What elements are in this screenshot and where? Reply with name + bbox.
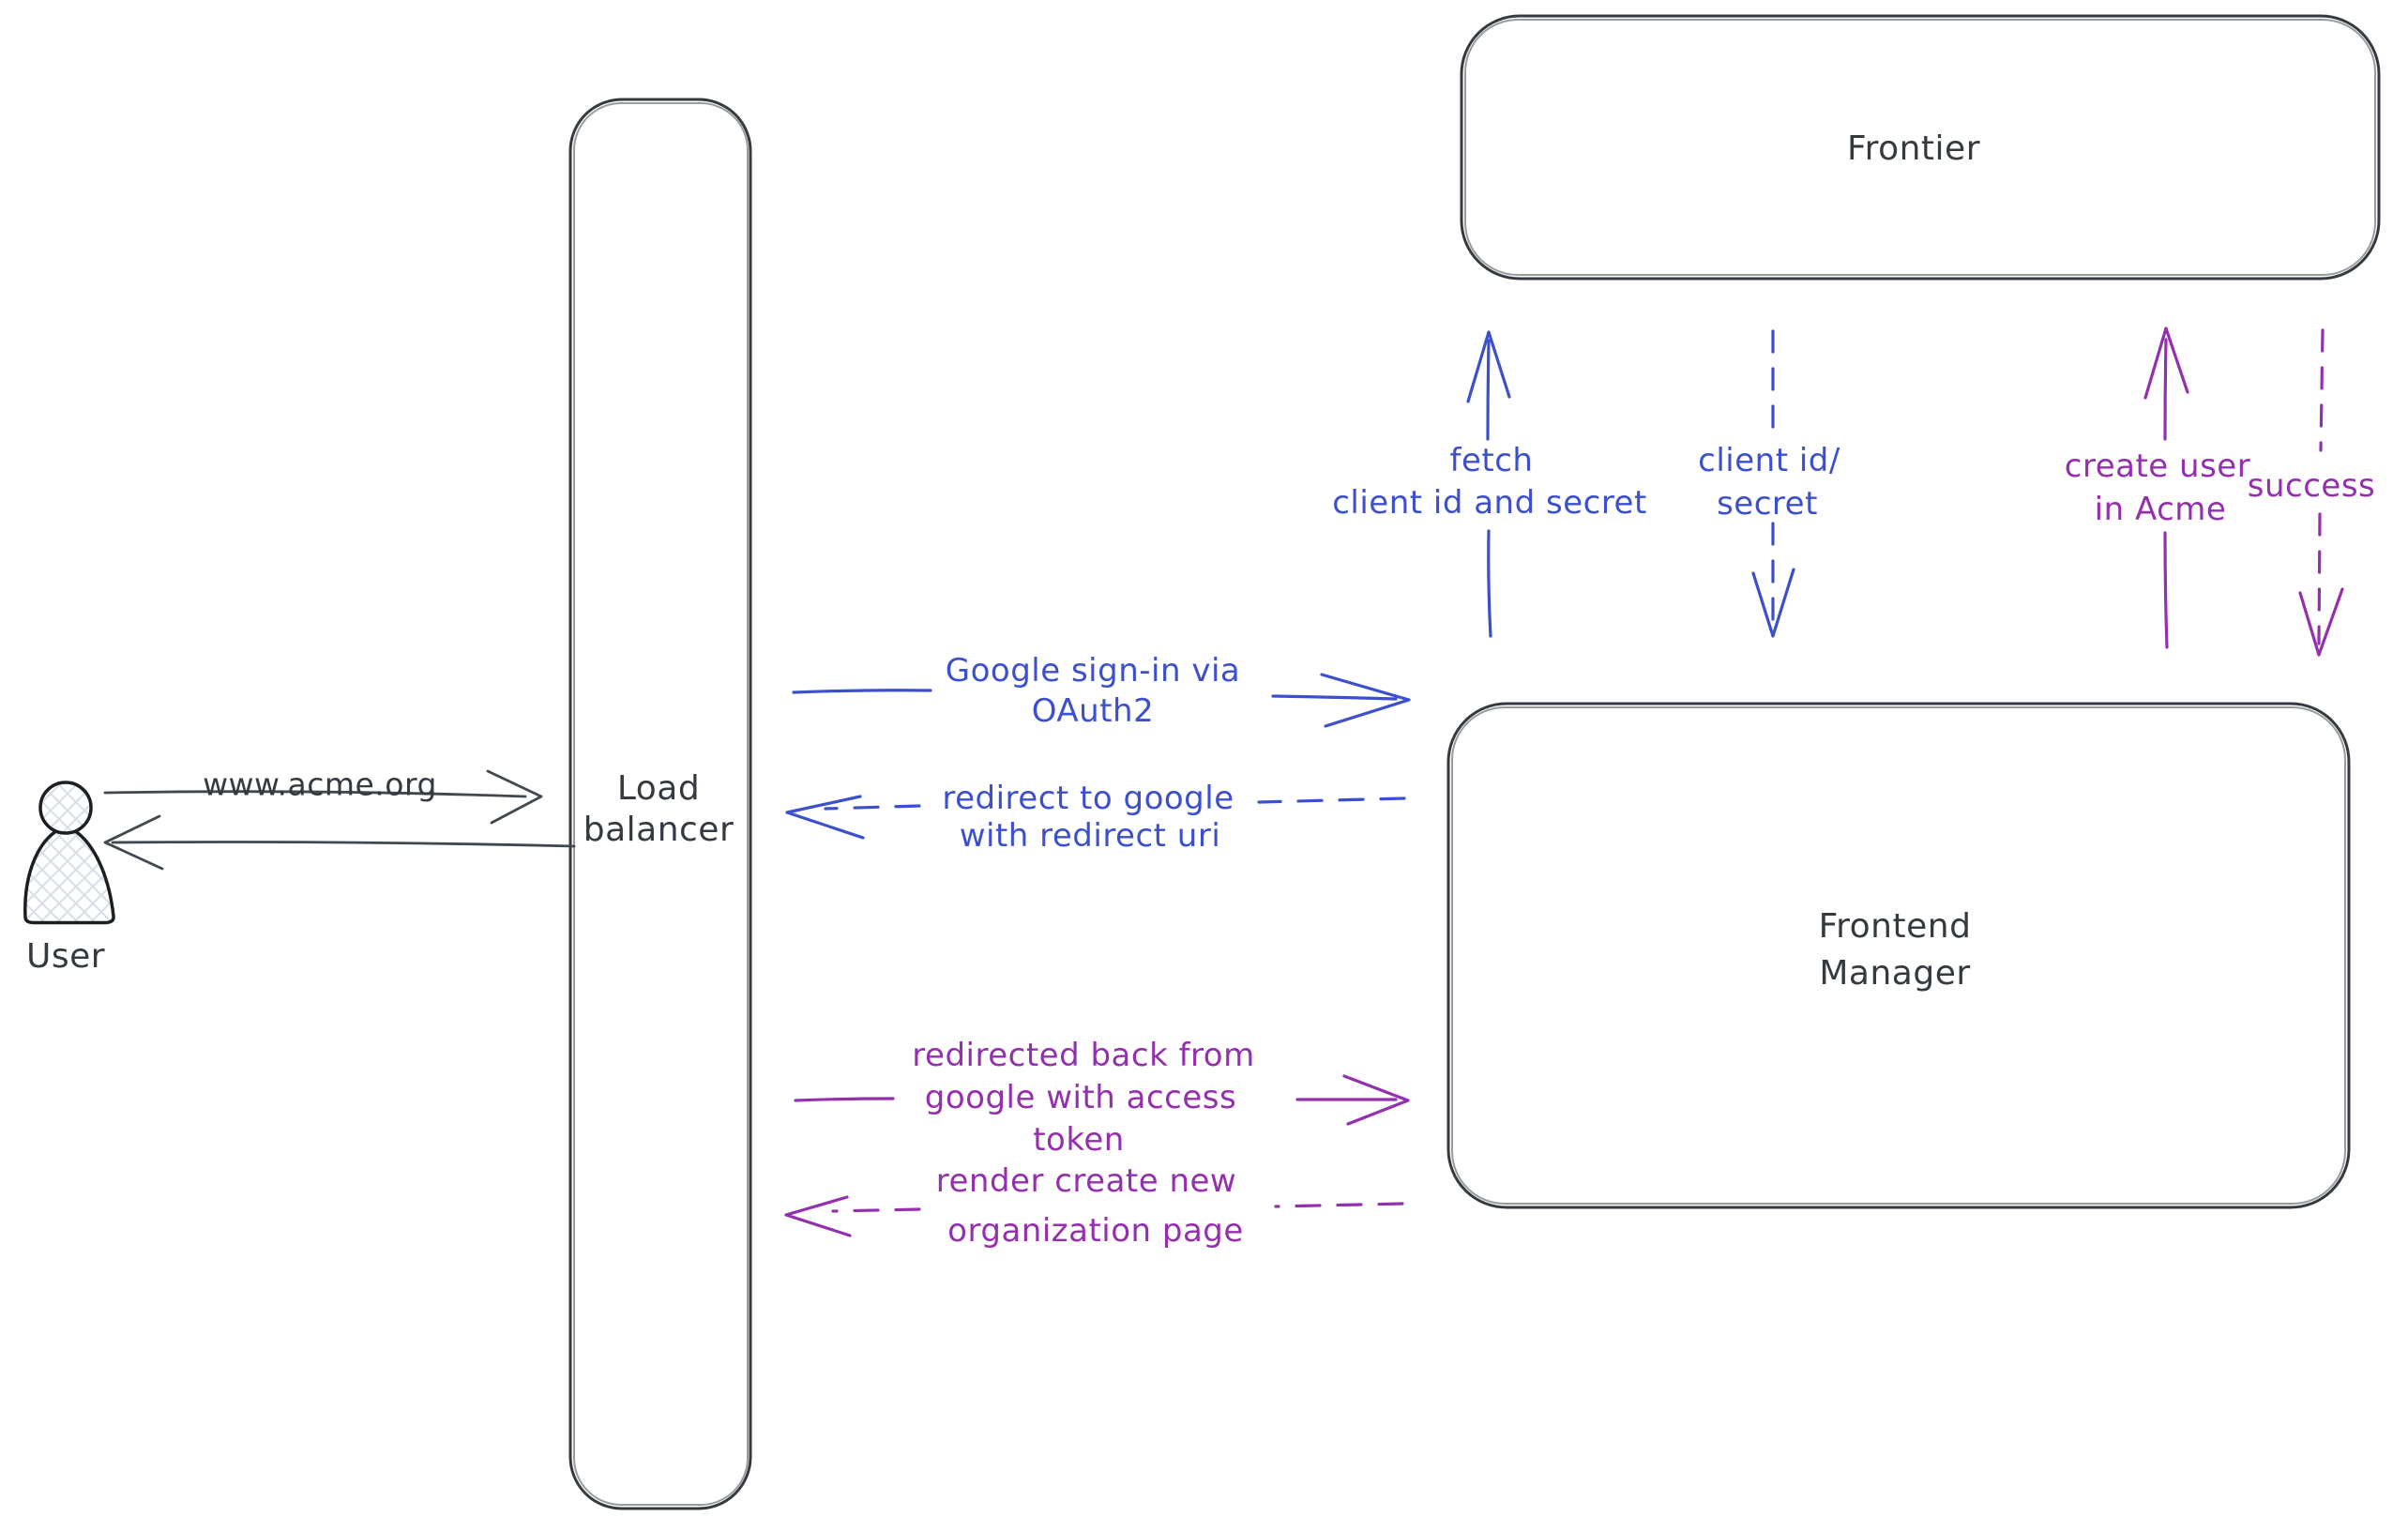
edge-user-to-lb: [103, 769, 543, 825]
edge-user-to-lb-line: [103, 790, 527, 798]
edge-user-to-lb-label: www.acme.org: [203, 766, 437, 803]
edge-render-label-line-2: organization page: [947, 1212, 1244, 1250]
frontend-manager-box: [1446, 702, 2351, 1209]
edge-render-arrowhead: [784, 1195, 852, 1237]
edge-create-user-line-lower: [2163, 531, 2169, 649]
edge-lb-to-user-arrowhead: [103, 814, 164, 871]
frontier-label: Frontier: [1846, 129, 1981, 168]
edge-google-signin-line-left: [792, 689, 932, 694]
edge-redirected-back: [794, 1074, 1410, 1126]
edge-redirected-back-label-line-2: google with access: [924, 1079, 1237, 1116]
load-balancer-box-echo: [573, 102, 749, 1506]
edge-client-id-arrowhead: [1751, 568, 1795, 638]
edge-create-user-label-line-2: in Acme: [2094, 491, 2227, 528]
edge-success-line-upper: [2319, 328, 2325, 452]
edge-fetch-label-line-1: fetch: [1449, 442, 1534, 479]
edge-fetch-line-upper: [1486, 339, 1491, 441]
edge-create-user-label-line-1: create user: [2064, 447, 2251, 485]
user-figure-head: [38, 781, 93, 835]
edge-render-label-line-1: render create new: [935, 1162, 1237, 1200]
edge-user-to-lb-arrowhead: [486, 769, 543, 825]
edge-lb-to-user-line: [111, 841, 576, 848]
frontier-box-rect: [1460, 14, 2381, 281]
edge-redirected-back-arrowhead: [1342, 1074, 1410, 1126]
edge-redirected-back-label-line-1: redirected back from: [912, 1037, 1255, 1074]
edge-client-id-label-line-2: secret: [1717, 485, 1818, 523]
edge-fetch-label-line-2: client id and secret: [1332, 484, 1647, 522]
frontier-box-echo: [1464, 19, 2376, 276]
edge-google-signin-line-right: [1271, 694, 1398, 701]
edge-fetch-client-id: [1466, 330, 1511, 638]
frontend-manager-box-rect: [1446, 702, 2351, 1209]
edge-success-line-lower: [2317, 512, 2322, 645]
edge-lb-to-user: [103, 814, 576, 871]
load-balancer-label-line-1: Load: [616, 769, 701, 808]
edge-redirect-label-line-1: redirect to google: [942, 780, 1234, 817]
edge-create-user-line-upper: [2163, 338, 2168, 441]
edge-success-arrowhead: [2298, 587, 2344, 657]
edge-redirect-label-line-2: with redirect uri: [959, 817, 1221, 855]
edge-create-user: [2143, 326, 2189, 649]
frontend-manager-label-line-2: Manager: [1819, 954, 1971, 993]
edge-redirected-back-line-left: [794, 1097, 895, 1102]
edge-google-signin-label-line-2: OAuth2: [1031, 692, 1155, 730]
edge-create-user-arrowhead: [2143, 326, 2189, 400]
load-balancer-box: [568, 98, 752, 1510]
edge-fetch-arrowhead: [1466, 330, 1511, 403]
edge-render-line-left: [831, 1207, 921, 1213]
edge-redirect-arrowhead: [785, 795, 865, 840]
edge-render-line-right: [1274, 1202, 1404, 1208]
user-figure: [23, 781, 115, 925]
frontend-manager-box-echo: [1451, 706, 2346, 1205]
edge-redirect-line-right: [1257, 796, 1406, 804]
edge-success: [2298, 328, 2344, 657]
user-figure-body: [23, 827, 115, 925]
edge-client-id-secret: [1751, 329, 1795, 638]
edge-client-id-label-line-1: client id/: [1698, 442, 1840, 479]
edge-success-label: success: [2247, 467, 2376, 505]
edge-redirected-back-label-line-3: token: [1033, 1121, 1125, 1159]
edge-redirect-line-left: [824, 804, 921, 811]
user-label: User: [25, 937, 106, 976]
load-balancer-box-rect: [568, 98, 752, 1510]
edge-render-create-new: [784, 1195, 1404, 1237]
edge-fetch-line-lower: [1487, 529, 1492, 638]
frontier-box: [1460, 14, 2381, 281]
edge-google-signin-arrowhead: [1320, 673, 1411, 728]
load-balancer-label-line-2: balancer: [583, 811, 735, 849]
edge-redirect-to-google: [785, 795, 1406, 840]
edge-google-signin: [792, 673, 1411, 728]
frontend-manager-label-line-1: Frontend: [1818, 907, 1972, 946]
edge-google-signin-label-line-1: Google sign-in via: [945, 652, 1241, 690]
